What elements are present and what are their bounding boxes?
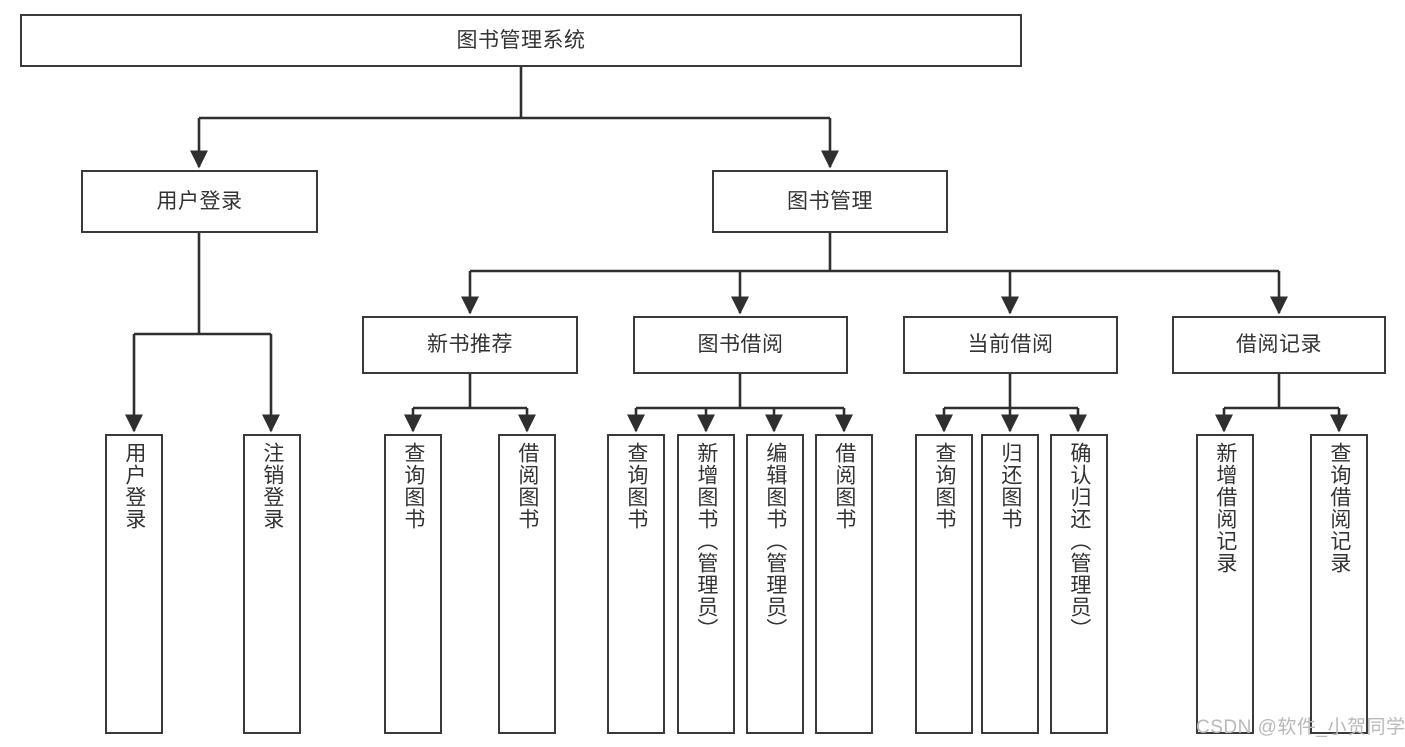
node-label: 借阅图书: [515, 442, 539, 530]
leaf-user-login-logout[interactable]: 注销登录: [243, 434, 301, 734]
node-label: 查询图书: [401, 442, 425, 530]
watermark-text: CSDN @软件_小贺同学: [1196, 717, 1405, 738]
node-label: 图书管理系统: [456, 28, 586, 52]
leaf-borrow-add-book[interactable]: 新增图书（管理员）: [677, 434, 735, 734]
node-label: 确认归还（管理员）: [1067, 442, 1091, 640]
node-label: 新增借阅记录: [1213, 442, 1237, 574]
node-label: 借阅图书: [832, 442, 856, 530]
leaf-new-book-borrow[interactable]: 借阅图书: [498, 434, 556, 734]
leaf-current-confirm-return[interactable]: 确认归还（管理员）: [1050, 434, 1108, 734]
node-label: 注销登录: [260, 442, 284, 530]
node-label: 借阅记录: [1236, 333, 1322, 357]
leaf-user-login-login[interactable]: 用户登录: [105, 434, 163, 734]
node-label: 图书借阅: [697, 333, 784, 357]
node-label: 图书管理: [787, 189, 873, 213]
node-label: 查询图书: [932, 442, 956, 530]
node-label: 查询图书: [624, 442, 648, 530]
leaf-current-query-book[interactable]: 查询图书: [915, 434, 973, 734]
node-label: 归还图书: [998, 442, 1022, 530]
node-book-management[interactable]: 图书管理: [712, 170, 948, 233]
node-root-system[interactable]: 图书管理系统: [20, 14, 1022, 67]
node-label: 用户登录: [122, 442, 146, 530]
leaf-record-query[interactable]: 查询借阅记录: [1310, 434, 1368, 734]
node-label: 查询借阅记录: [1327, 442, 1351, 574]
node-book-borrow[interactable]: 图书借阅: [633, 316, 848, 374]
node-label: 新书推荐: [427, 333, 513, 357]
node-current-borrow[interactable]: 当前借阅: [903, 316, 1118, 374]
leaf-borrow-query-book[interactable]: 查询图书: [607, 434, 665, 734]
node-user-login[interactable]: 用户登录: [81, 170, 318, 233]
node-borrow-record[interactable]: 借阅记录: [1172, 316, 1386, 374]
leaf-new-book-query[interactable]: 查询图书: [384, 434, 442, 734]
leaf-current-return-book[interactable]: 归还图书: [981, 434, 1039, 734]
node-label: 当前借阅: [967, 333, 1054, 357]
node-new-book-recommend[interactable]: 新书推荐: [362, 316, 578, 374]
leaf-borrow-edit-book[interactable]: 编辑图书（管理员）: [746, 434, 804, 734]
leaf-record-add[interactable]: 新增借阅记录: [1196, 434, 1254, 734]
node-label: 新增图书（管理员）: [694, 442, 718, 640]
node-label: 用户登录: [156, 189, 243, 213]
leaf-borrow-borrow-book[interactable]: 借阅图书: [815, 434, 873, 734]
node-label: 编辑图书（管理员）: [763, 442, 787, 640]
